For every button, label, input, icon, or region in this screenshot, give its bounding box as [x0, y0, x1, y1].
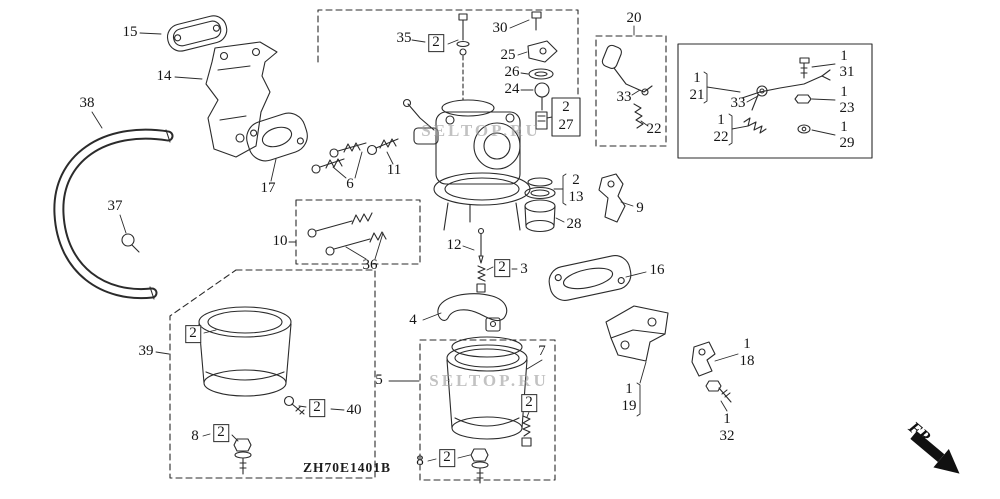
watermark-text: SELTOP.RU — [421, 121, 541, 140]
part-bolt-8-center — [470, 448, 489, 484]
part-rings-2-13 — [524, 177, 556, 200]
part-top-gasket-15 — [166, 15, 228, 52]
part-fuel-bowl-39 — [198, 306, 292, 397]
part-spring-2-bowl — [521, 415, 532, 447]
part-fuel-tube-38 — [53, 128, 174, 300]
part-carburetor-body — [402, 55, 531, 231]
watermark-text: SELTOP.RU — [429, 371, 549, 390]
part-stack-30-25-26-24-27 — [527, 11, 558, 130]
part-cup-28 — [524, 199, 556, 233]
part-insulator-gasket-17 — [246, 112, 308, 162]
part-top-screw-35 — [456, 13, 470, 56]
part-gasket-16 — [548, 255, 632, 301]
part-screw-set-6 — [311, 142, 367, 174]
group-boxes — [169, 9, 873, 481]
part-fuel-bowl-5 — [446, 336, 528, 440]
part-bracket-plate-14 — [205, 41, 278, 158]
fr-arrow-icon — [910, 431, 960, 474]
part-lever-9 — [598, 173, 626, 223]
part-spring-set-2-3 — [476, 265, 486, 293]
part-bolt-8-left — [233, 438, 252, 475]
part-choke-group-20 — [601, 44, 653, 129]
part-bracket-18 — [691, 341, 716, 377]
part-tube-clip-37 — [121, 233, 140, 253]
part-needle-12 — [477, 227, 485, 264]
leader-lines — [91, 19, 836, 462]
part-bolt-32 — [705, 380, 732, 403]
part-bracket-19 — [605, 305, 669, 362]
part-drain-screw-40 — [283, 395, 305, 415]
part-throttle-group-right — [741, 57, 831, 134]
part-float-4 — [437, 293, 508, 332]
part-screw-set-36 — [307, 212, 387, 256]
part-pilot-screw-11 — [366, 138, 399, 156]
diagram-code: ZH70E1401B — [302, 460, 392, 475]
